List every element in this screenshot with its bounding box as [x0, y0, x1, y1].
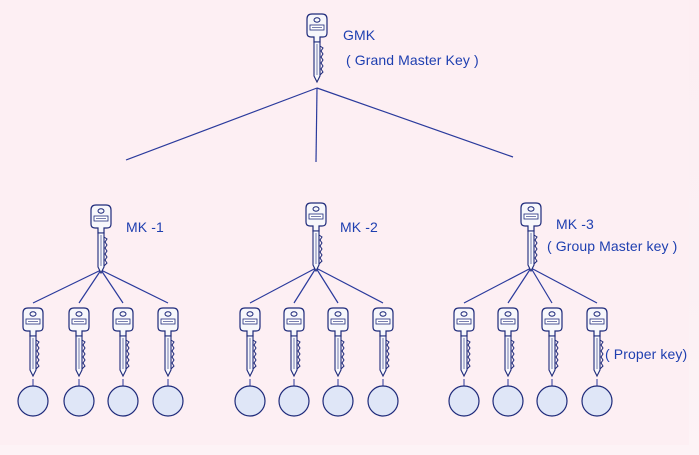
connector-master-2-to-proper-4 [315, 267, 384, 304]
connector-master-3-to-proper-4 [530, 267, 598, 304]
proper-key-2-3-icon [327, 307, 349, 377]
proper-key-2-4-icon [372, 307, 394, 377]
connector-master-3-to-proper-1 [463, 267, 532, 304]
proper-key-1-2-icon [68, 307, 90, 377]
proper-key-2-1-icon [239, 307, 261, 377]
master-key-3-caption: ( Group Master key ) [547, 238, 678, 254]
connector-lines [32, 87, 598, 304]
connector-master-1-to-proper-3 [100, 269, 124, 304]
connector-root-to-master-1 [125, 87, 318, 161]
master-key-1-icon [90, 204, 112, 274]
proper-key-1-4-icon [157, 307, 179, 377]
connector-master-1-to-proper-2 [78, 269, 102, 304]
lock-1-2-icon [63, 385, 95, 417]
lock-2-1-icon [234, 385, 266, 417]
connector-master-2-to-proper-2 [293, 267, 317, 304]
master-key-1-name: MK -1 [126, 219, 164, 235]
proper-key-caption: ( Proper key) [605, 346, 688, 362]
key-nodes [17, 13, 613, 417]
proper-key-3-3-icon [541, 307, 563, 377]
root-key-name: GMK [343, 27, 376, 43]
lock-2-4-icon [367, 385, 399, 417]
connector-root-to-master-3 [316, 87, 514, 158]
lock-2-2-icon [278, 385, 310, 417]
connector-master-3-to-proper-2 [507, 267, 532, 304]
lock-3-2-icon [492, 385, 524, 417]
connector-master-2-to-proper-1 [249, 267, 317, 304]
proper-key-3-1-icon [453, 307, 475, 377]
proper-key-2-2-icon [283, 307, 305, 377]
master-key-3-name: MK -3 [556, 216, 594, 232]
lock-1-4-icon [152, 385, 184, 417]
connector-master-3-to-proper-3 [530, 267, 553, 304]
lock-3-3-icon [536, 385, 568, 417]
lock-1-1-icon [17, 385, 49, 417]
lock-3-1-icon [448, 385, 480, 417]
proper-key-3-4-icon [586, 307, 608, 377]
master-key-2-icon [305, 202, 327, 272]
lock-1-3-icon [107, 385, 139, 417]
proper-key-1-3-icon [112, 307, 134, 377]
connector-master-1-to-proper-4 [100, 269, 169, 304]
proper-key-1-1-icon [22, 307, 44, 377]
grand-master-key-icon [306, 13, 328, 83]
lock-2-3-icon [322, 385, 354, 417]
master-key-2-name: MK -2 [340, 219, 378, 235]
master-key-3-icon [520, 202, 542, 272]
connector-master-1-to-proper-1 [32, 269, 102, 304]
root-key-caption: ( Grand Master Key ) [346, 52, 479, 68]
connector-root-to-master-2 [315, 87, 318, 163]
lock-3-4-icon [581, 385, 613, 417]
connector-master-2-to-proper-3 [315, 267, 339, 304]
proper-key-3-2-icon [497, 307, 519, 377]
